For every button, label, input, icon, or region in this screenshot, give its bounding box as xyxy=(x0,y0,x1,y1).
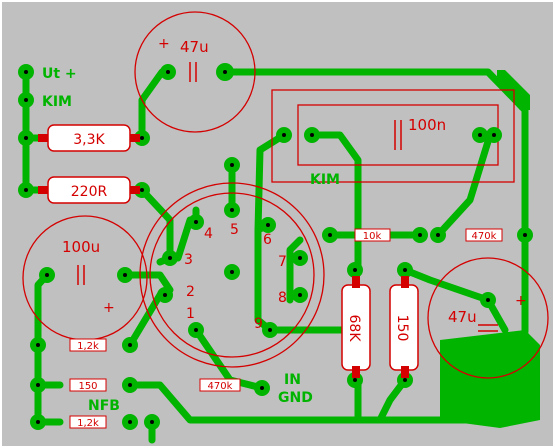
resistor-150-bottom: 150 xyxy=(69,378,107,392)
plus-left: + xyxy=(103,300,115,316)
label-100u: 100u xyxy=(62,238,100,256)
label-68k: 68K xyxy=(346,315,362,343)
pin-label-4: 4 xyxy=(204,226,213,242)
label-1-2k-top: 1,2k xyxy=(77,341,99,352)
pin-label-5: 5 xyxy=(230,222,239,238)
pin-label-8: 8 xyxy=(278,290,287,306)
resistor-68k: 68K xyxy=(341,276,371,378)
label-470k-right: 470k xyxy=(472,231,497,242)
resistor-470k-bottom: 470k xyxy=(199,378,241,392)
label-3-3k: 3,3K xyxy=(73,132,105,148)
resistor-1-2k-bottom: 1,2k xyxy=(69,415,107,429)
pin-label-6: 6 xyxy=(263,232,272,248)
resistor-3-3k: 3,3K xyxy=(38,124,140,152)
pin-label-2: 2 xyxy=(186,284,195,300)
pin-label-3: 3 xyxy=(184,252,193,268)
pin-label-9: 9 xyxy=(254,316,263,332)
capacitor-symbols xyxy=(77,62,498,332)
label-150-bottom: 150 xyxy=(78,381,97,392)
label-gnd: GND xyxy=(278,390,313,406)
text-labels: 47u + 100u + 47u + 100n Ut + KIM KIM IN … xyxy=(42,36,527,414)
label-nfb: NFB xyxy=(88,398,120,414)
resistor-470k-right: 470k xyxy=(465,228,503,242)
label-10k: 10k xyxy=(363,231,382,242)
resistor-150-vertical: 150 xyxy=(389,276,419,378)
pin-label-1: 1 xyxy=(186,306,195,322)
label-ut-plus: Ut + xyxy=(42,66,77,82)
pin-label-7: 7 xyxy=(278,254,287,270)
plus-top: + xyxy=(158,36,170,52)
label-in: IN xyxy=(284,372,301,388)
label-47u-right: 47u xyxy=(448,308,477,326)
resistor-10k: 10k xyxy=(354,228,391,242)
label-kim-mid: KIM xyxy=(310,172,340,188)
copper-pour xyxy=(440,330,540,428)
plus-right: + xyxy=(515,293,527,309)
label-150-vertical: 150 xyxy=(394,315,410,342)
label-kim-top: KIM xyxy=(42,94,72,110)
silkscreen xyxy=(22,11,549,379)
label-100n: 100n xyxy=(408,116,446,134)
label-1-2k-bottom: 1,2k xyxy=(77,418,99,429)
label-220r: 220R xyxy=(71,184,108,200)
label-47u-top: 47u xyxy=(180,38,209,56)
label-470k-bottom: 470k xyxy=(208,381,233,392)
resistor-220r: 220R xyxy=(38,176,140,204)
resistor-1-2k-top: 1,2k xyxy=(69,338,107,352)
